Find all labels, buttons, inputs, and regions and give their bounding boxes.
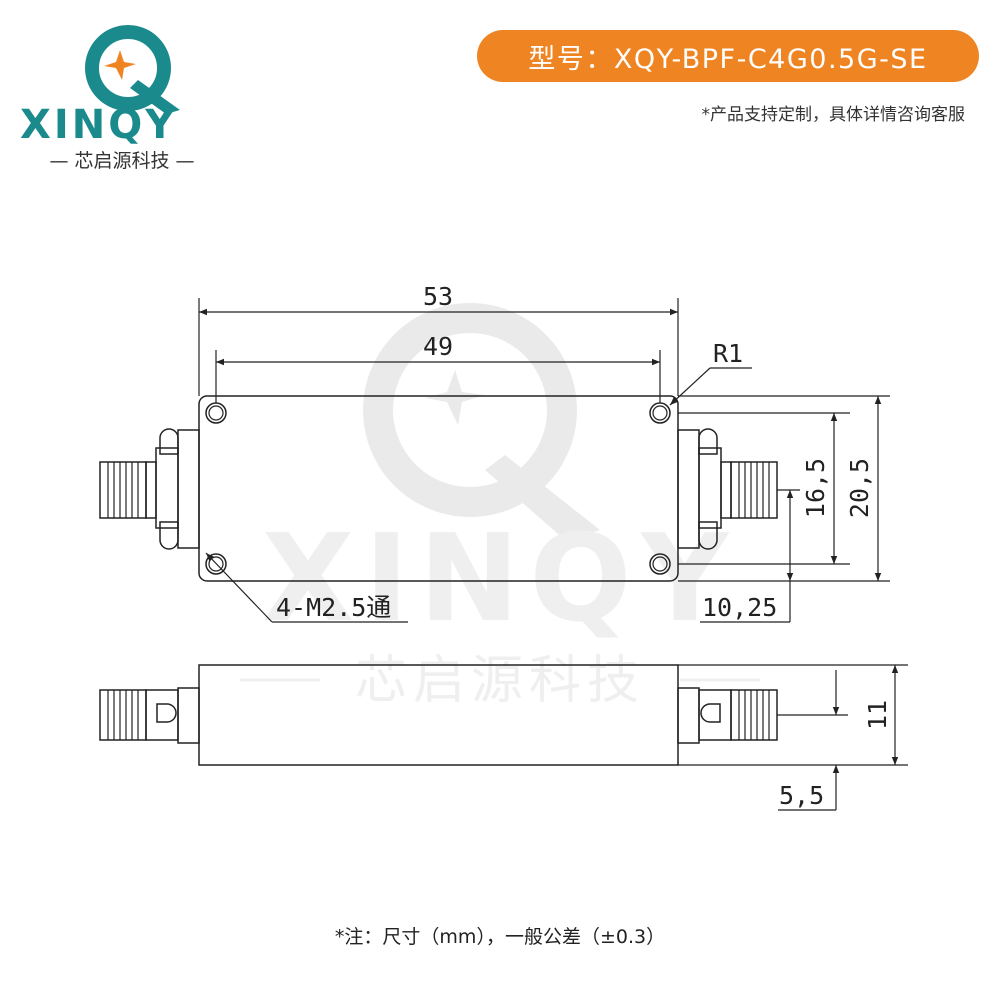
customization-note: *产品支持定制，具体详情咨询客服 [701, 105, 966, 125]
dimension-connector-offset: 10,25 [700, 489, 800, 623]
dimension-overall-length: 53 [198, 282, 679, 396]
dimension-mounting-holes: 4-M2.5通 [205, 552, 408, 623]
svg-text:20,5: 20,5 [845, 458, 874, 518]
mounting-hole [649, 402, 671, 424]
sma-connector-left [99, 428, 200, 550]
star-icon [104, 50, 136, 80]
svg-text:R1: R1 [713, 339, 743, 368]
mounting-hole [649, 553, 671, 575]
svg-text:16,5: 16,5 [801, 458, 830, 518]
model-banner: 型号：XQY-BPF-C4G0.5G-SE [477, 30, 979, 82]
svg-text:XINQY: XINQY [262, 510, 739, 649]
mounting-hole [205, 402, 227, 424]
svg-text:10,25: 10,25 [702, 593, 777, 622]
dimension-height: 11 [678, 664, 908, 766]
svg-text:4-M2.5通: 4-M2.5通 [276, 593, 391, 622]
logo-q-mark [85, 25, 180, 114]
sma-connector-right-side [677, 687, 778, 744]
dimension-hole-spacing-vertical: 16,5 [678, 412, 850, 565]
tolerance-note: *注：尺寸（mm），一般公差（±0.3） [334, 926, 666, 948]
dimension-corner-radius: R1 [669, 339, 752, 406]
watermark: XINQY 芯启源科技 [240, 303, 760, 711]
dimension-hole-spacing: 49 [215, 332, 661, 403]
svg-text:5,5: 5,5 [779, 781, 824, 810]
top-view: 53 49 R1 4-M2.5通 20,5 [99, 282, 890, 623]
brand-logo [85, 25, 180, 114]
logo-wordmark: XINQY [20, 102, 178, 148]
mounting-hole [205, 553, 227, 575]
logo-subtitle: — 芯启源科技 — [49, 150, 195, 172]
svg-text:49: 49 [423, 332, 453, 361]
svg-text:11: 11 [863, 700, 892, 730]
side-view: 11 5,5 [99, 664, 908, 811]
svg-text:53: 53 [423, 282, 453, 311]
watermark-text: 芯启源科技 [355, 651, 645, 711]
dimension-overall-width: 20,5 [678, 395, 890, 582]
sma-connector-left-side [99, 687, 200, 744]
dimension-connector-height: 5,5 [777, 670, 848, 811]
